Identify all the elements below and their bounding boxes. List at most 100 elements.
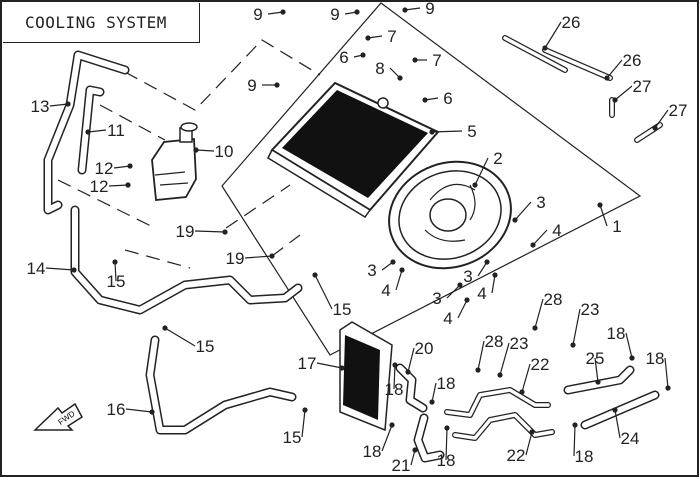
fastener-dot [597,202,603,208]
callout-number: 5 [467,122,476,141]
callout-1: 1 [597,202,622,236]
callout-23: 23 [497,334,528,378]
callout-number: 6 [339,48,348,67]
callout-4: 4 [530,221,562,248]
callout-number: 15 [107,272,126,291]
leader-line [431,130,463,133]
fastener-dot [595,379,601,385]
leader-line [572,308,581,346]
fastener-dot [269,253,275,259]
callout-number: 18 [575,447,594,466]
fastener-dot [542,45,548,51]
leader-line [114,261,117,282]
callout-number: 19 [226,249,245,268]
callout-number: 7 [432,51,441,70]
callout-6: 6 [422,89,453,108]
callout-18: 18 [385,362,403,399]
leader-line [532,229,548,246]
leader-line [445,427,448,461]
fastener-dot [390,259,396,265]
callout-3: 3 [367,259,396,280]
fastener-dot [125,182,131,188]
callout-18: 18 [572,422,593,466]
callout-19: 19 [176,222,228,241]
callout-number: 18 [437,374,456,393]
callout-number: 18 [437,451,456,470]
callout-4: 4 [443,297,470,328]
callout-12: 12 [90,177,131,196]
callout-number: 9 [247,76,256,95]
callout-18: 18 [363,422,395,461]
callout-23: 23 [570,300,599,348]
leader-line [664,357,669,389]
callout-number: 25 [586,349,605,368]
fastener-dot [464,297,470,303]
callout-15: 15 [107,259,126,291]
fastener-dot [274,82,280,88]
cooling-fan [388,160,512,270]
callout-8: 8 [375,59,403,81]
fastener-dot [484,259,490,265]
callout-number: 14 [27,259,46,278]
callout-27: 27 [652,101,687,131]
fastener-dot [475,367,481,373]
fastener-dot [532,325,538,331]
callout-7: 7 [412,51,442,70]
callout-26: 26 [542,13,580,51]
callout-number: 21 [392,456,411,475]
callout-21: 21 [392,447,418,475]
fastener-dot [429,399,435,405]
callout-20: 20 [405,339,433,375]
callout-number: 7 [387,27,396,46]
leader-line [407,347,415,373]
callout-number: 18 [363,442,382,461]
fastener-dot [629,355,635,361]
callout-16: 16 [107,400,155,419]
leader-line [108,184,129,187]
leader-line [393,364,396,390]
callout-6: 6 [339,48,366,67]
callout-number: 4 [552,221,561,240]
callout-3: 3 [432,282,463,308]
callout-18: 18 [607,324,635,361]
callout-number: 22 [531,355,550,374]
leader-line [477,340,485,371]
fastener-dot [497,372,503,378]
callout-number: 26 [562,13,581,32]
leader-line [87,129,107,133]
leader-line [301,409,306,438]
fastener-dot [354,9,360,15]
fastener-dot [389,422,395,428]
leader-line [113,165,131,169]
fastener-dot [402,7,408,13]
callout-number: 19 [176,222,195,241]
leader-line [491,274,496,294]
callout-9: 9 [402,0,435,18]
callout-18: 18 [429,374,455,405]
callout-12: 12 [95,159,133,178]
callout-number: 28 [485,332,504,351]
fastener-dot [530,242,536,248]
callout-number: 15 [283,428,302,447]
callout-2: 2 [472,149,503,188]
leader-line [164,327,196,347]
callout-number: 9 [253,5,262,24]
fastener-dot [570,342,576,348]
callout-25: 25 [586,349,605,385]
fastener-dot [360,52,366,58]
fastener-dot [280,9,286,15]
fastener-dot [422,97,428,103]
fastener-dot [399,267,405,273]
fastener-dot [519,389,525,395]
dashed-line [271,234,301,257]
callout-18: 18 [646,349,671,391]
leader-line [474,157,489,186]
callout-number: 4 [443,309,452,328]
callout-number: 3 [432,289,441,308]
callout-17: 17 [298,354,345,373]
leader-line [395,269,403,291]
callout-9: 9 [247,76,280,95]
radiator-assembly-outline [221,2,642,356]
callout-number: 3 [463,267,472,286]
